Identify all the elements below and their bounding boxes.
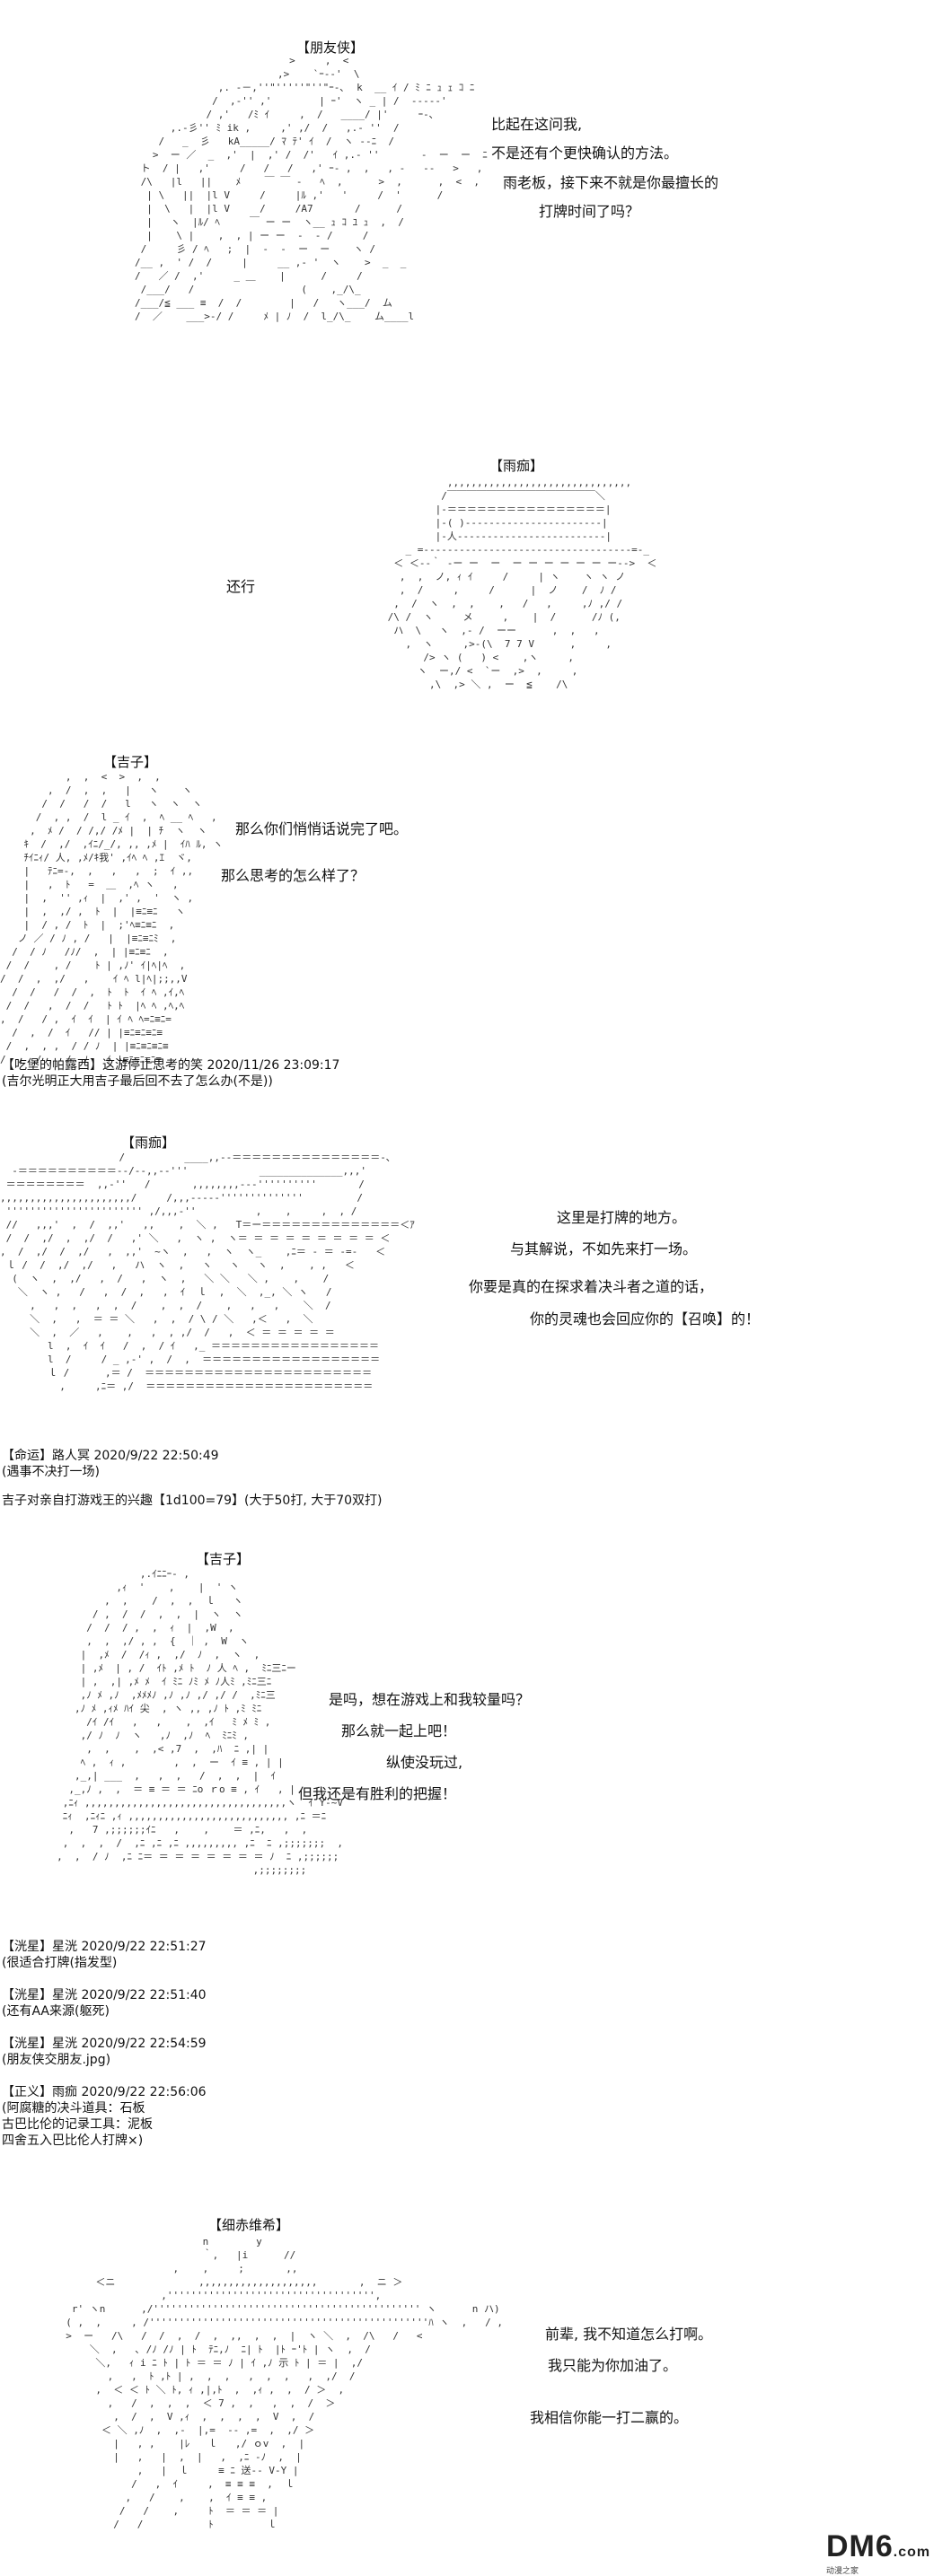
comment-spacer <box>2 2020 207 2036</box>
comment-line: 【吃堡的帕露西】这游停止思考的笑 2020/11/26 23:09:17 <box>2 1058 340 1073</box>
dialogue-line: 我只能为你加油了。 <box>548 2357 678 2374</box>
dialogue-line: 但我还是有胜利的把握！ <box>298 1785 457 1802</box>
speaker-label: 【雨痂】 <box>121 1135 176 1151</box>
comment-line: 【命运】路人冥 2020/9/22 22:50:49 <box>2 1449 219 1463</box>
ascii-art-figure: n y ｀, |i // , , ; ,, ＜ニ ,,,,,,,,,,,,,,,… <box>66 2236 503 2530</box>
watermark-subtext: 动漫之家 <box>826 2567 859 2576</box>
speaker-label: 【雨痂】 <box>489 458 544 474</box>
ascii-art-figure: ,,,,,,,,,,,,,,,,,,,,,,,,,,,,,,, /￣￣￣￣￣￣￣… <box>387 477 657 690</box>
dialogue-line: 雨老板，接下来不就是你最擅长的 <box>503 174 719 191</box>
ascii-art-figure: > , < ,> `ｰ--' \ ,. -－,''"'''''"''"ｰ-､ k… <box>135 55 488 322</box>
ascii-art-figure: ,.ｲﾆﾆｰ- , ,ｨ ' , | ' ヽ , , / , , ｌ ヽ / ,… <box>57 1568 344 1876</box>
dialogue-line: 这里是打牌的地方。 <box>557 1209 687 1226</box>
site-watermark-logo: DM6.com 动漫之家 <box>826 2529 930 2576</box>
comment-spacer <box>2 1971 207 1987</box>
comment-line: 【正义】雨痂 2020/9/22 22:56:06 <box>2 2085 207 2099</box>
dialogue-line: 还行 <box>226 578 256 595</box>
dialogue-line: 那么思考的怎么样了？ <box>221 867 365 884</box>
ascii-art-figure: / ____,,--＝＝＝＝＝＝＝＝＝＝＝＝＝＝＝-､ -＝＝＝＝＝＝＝＝＝＝-… <box>0 1152 415 1392</box>
dialogue-line: 打牌时间了吗？ <box>539 203 640 220</box>
dialogue-line: 与其解说，不如先来打一场。 <box>510 1240 698 1257</box>
comment-line: (遇事不决打一场) <box>2 1465 100 1479</box>
comment-line: (吉尔光明正大用吉子最后回不去了怎么办(不是)) <box>2 1074 273 1089</box>
dialogue-line: 是吗，想在游戏上和我较量吗？ <box>329 1691 531 1708</box>
comment-line: 【洸星】星洸 2020/9/22 22:51:27 <box>2 1940 207 1954</box>
dialogue-line: 那么就一起上吧！ <box>341 1722 457 1739</box>
comment-line: 【洸星】星洸 2020/9/22 22:54:59 <box>2 2037 207 2051</box>
dialogue-line: 不是还有个更快确认的方法。 <box>491 145 679 162</box>
comment-line: 古巴比伦的记录工具：泥板 <box>2 2117 153 2132</box>
dialogue-line: 纵使没玩过, <box>386 1754 463 1771</box>
dialogue-line: 你要是真的在探求着决斗者之道的话， <box>469 1278 714 1295</box>
dialogue-line: 我相信你能一打二赢的。 <box>530 2409 689 2426</box>
dialogue-line: 你的灵魂也会回应你的【召唤】的！ <box>530 1310 761 1327</box>
speaker-label: 【细赤维希】 <box>208 2217 290 2233</box>
comment-line: 吉子对亲自打游戏王的兴趣【1d100=79】(大于50打, 大于70双打) <box>2 1494 383 1508</box>
watermark-text: DM6 <box>826 2529 894 2563</box>
ascii-art-figure: , , < > , , , / , , | ヽ ヽ / / / / l ヽ ヽ … <box>0 771 224 1065</box>
comment-line: (阿腐糖的决斗道具：石板 <box>2 2101 145 2116</box>
comment-block: 【命运】路人冥 2020/9/22 22:50:49 (遇事不决打一场) 吉子对… <box>2 1448 383 1509</box>
comment-line: (很适合打牌(指发型) <box>2 1956 118 1970</box>
watermark-suffix: .com <box>893 2545 931 2560</box>
dialogue-line: 比起在这问我, <box>491 116 583 133</box>
speaker-label: 【吉子】 <box>196 1551 251 1567</box>
dialogue-line: 前辈, 我不知道怎么打啊。 <box>545 2326 713 2343</box>
comment-line: (朋友侠交朋友.jpg) <box>2 2053 111 2067</box>
comment-line: (还有AA来源(躯死) <box>2 2004 110 2019</box>
dialogue-line: 那么你们悄悄话说完了吧。 <box>235 820 409 837</box>
comment-block: 【洸星】星洸 2020/9/22 22:51:27 (很适合打牌(指发型) 【洸… <box>2 1939 207 2149</box>
comment-line: 四舍五入巴比伦人打牌×) <box>2 2134 144 2148</box>
comment-line: 【洸星】星洸 2020/9/22 22:51:40 <box>2 1988 207 2002</box>
comment-block: 【吃堡的帕露西】这游停止思考的笑 2020/11/26 23:09:17 (吉尔… <box>2 1057 339 1090</box>
speaker-label: 【朋友侠】 <box>296 39 365 56</box>
comment-spacer <box>2 2068 207 2084</box>
speaker-label: 【吉子】 <box>103 754 158 770</box>
